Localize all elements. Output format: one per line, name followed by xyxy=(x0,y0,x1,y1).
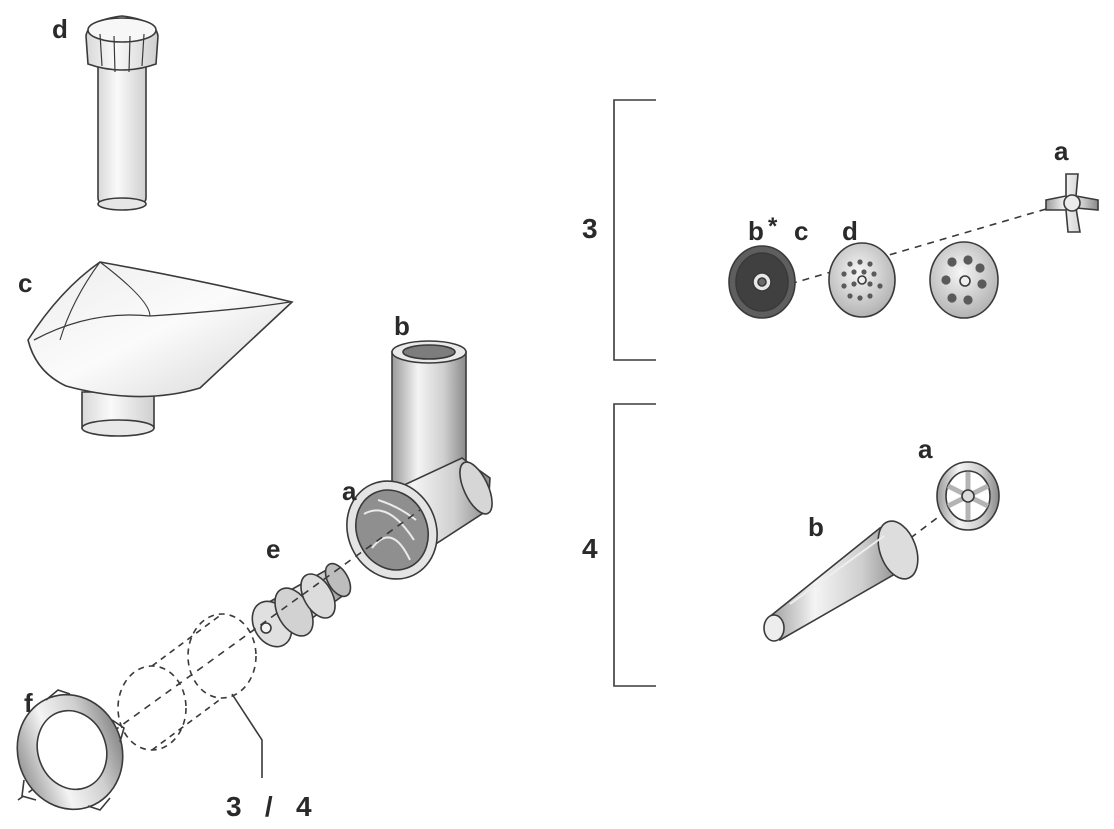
pusher-label: d xyxy=(52,14,68,44)
tray-icon xyxy=(27,261,294,437)
group3-label-b: b xyxy=(748,216,764,246)
sausage-horn-icon xyxy=(763,520,919,642)
ring-nut-label: f xyxy=(24,688,33,718)
group4-number: 4 xyxy=(582,533,598,564)
group4-bracket xyxy=(613,403,656,687)
housing-opening-label: a xyxy=(342,476,357,506)
callout-label: 3 / 4 xyxy=(226,791,312,822)
ring-nut-icon xyxy=(16,689,125,811)
worm-screw-label: e xyxy=(266,534,280,564)
group3-label-a: a xyxy=(1054,136,1069,166)
group3-axis xyxy=(789,201,1071,285)
group3-number: 3 xyxy=(582,213,598,244)
worm-screw-icon xyxy=(251,562,352,648)
tray-label: c xyxy=(18,268,32,298)
group3-label-c: c xyxy=(794,216,808,246)
spacer-icon xyxy=(936,461,1000,531)
blade-icon xyxy=(1045,173,1099,233)
disc-icon xyxy=(728,245,796,319)
pusher-icon xyxy=(85,15,159,211)
group4-label-a: a xyxy=(918,434,933,464)
callout-leader xyxy=(231,693,263,778)
disc-placeholders xyxy=(117,613,257,751)
group3-label-b-star: * xyxy=(768,213,778,240)
disc-icon-medium xyxy=(828,242,896,318)
group3-label-d: d xyxy=(842,216,858,246)
group4-label-b: b xyxy=(808,512,824,542)
disc-icon-coarse xyxy=(929,241,999,319)
housing-tube-label: b xyxy=(394,311,410,341)
group3-bracket xyxy=(613,99,656,361)
